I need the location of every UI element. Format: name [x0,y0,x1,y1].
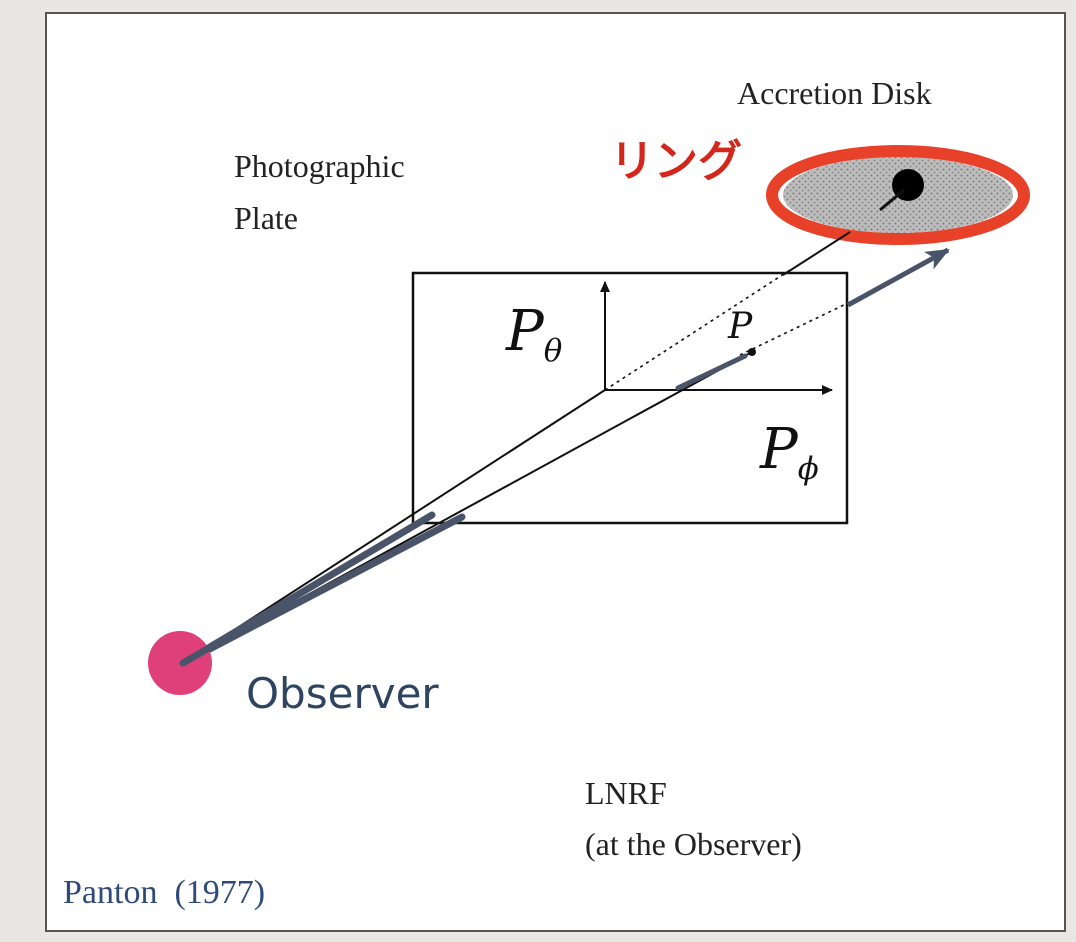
disk-ray-tail [879,188,905,212]
p-phi-main: P [760,417,798,482]
accretion-disk [766,145,1030,245]
lnrf-label-line1: LNRF [585,775,667,811]
p-theta-sub: θ [543,332,563,369]
photographic-plate-rect [411,271,849,525]
dotted-sightline-lower [739,301,851,356]
citation-label: Panton (1977) [63,874,266,911]
ring-highlight [766,145,1030,245]
ray-thick-base [179,626,244,667]
p-phi-label: Pϕ [760,417,819,487]
p-theta-main: P [506,299,544,364]
lnrf-label-line2: (at the Observer) [585,826,802,862]
dotted-sightline-upper [604,269,791,391]
photographic-plate-label-line1: Photographic [234,148,405,184]
ray-thick-inner [675,353,748,391]
photographic-plate-label-line2: Plate [234,200,298,236]
ray-to-disk [782,231,851,276]
accretion-disk-label: Accretion Disk [737,75,932,111]
p-phi-sub: ϕ [797,450,819,487]
ray-arrow-to-ring [846,247,950,308]
ring-label: リング [610,136,742,187]
p-theta-label: Pθ [506,299,563,369]
point-p-label: P [728,306,753,347]
observer-label: Observer [246,669,439,718]
